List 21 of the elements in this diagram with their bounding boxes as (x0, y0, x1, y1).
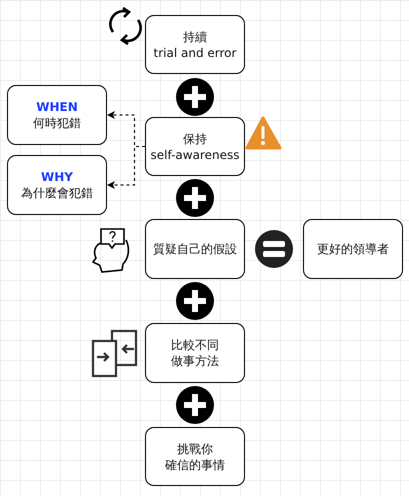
arrow (107, 146, 145, 189)
rounded-box (145, 15, 245, 74)
box-label: 何時犯錯 (33, 115, 81, 131)
box-label: trial and error (154, 44, 236, 60)
rounded-box (7, 85, 107, 145)
box-label: 挑戰你確信的事情 (165, 440, 225, 472)
rounded-box (145, 323, 245, 383)
box-label: 持續 (183, 28, 207, 44)
box-label: self-awareness (150, 146, 240, 162)
box-heading: WHEN (36, 99, 78, 115)
box-label: 比較不同做事方法 (171, 337, 219, 369)
rounded-box (7, 155, 107, 215)
rounded-box (145, 117, 245, 176)
box-label: 為什麼會犯錯 (21, 185, 93, 201)
box-label: 質疑自己的假設 (153, 241, 237, 257)
rounded-box (303, 219, 403, 279)
box-label: 保持 (183, 130, 207, 146)
rounded-box (145, 427, 245, 486)
box-label: 更好的領導者 (317, 241, 389, 257)
rounded-box (145, 219, 245, 279)
box-heading: WHY (41, 169, 73, 185)
